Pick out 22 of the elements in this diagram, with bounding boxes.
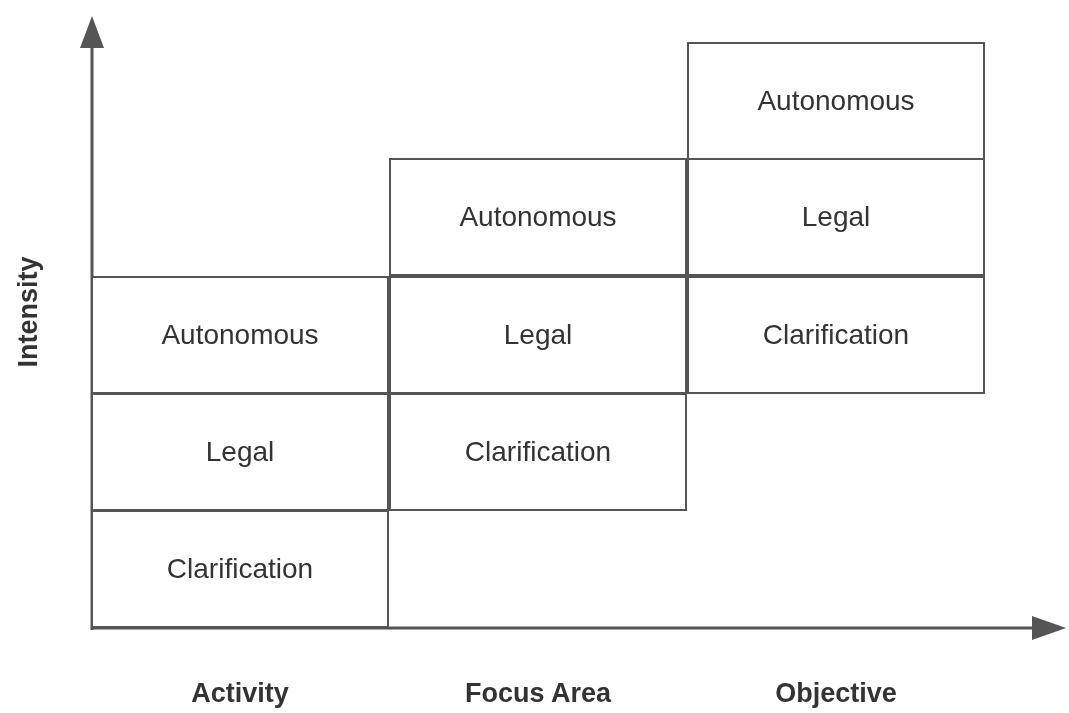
x-axis-label: Objective [775,677,897,709]
x-axis-label: Focus Area [464,677,612,709]
cell-text: Autonomous [459,201,617,233]
cell-text: Legal [801,201,871,233]
grid-cell [687,42,985,160]
cell-text: Autonomous [757,85,915,117]
x-axis-label: Activity [191,677,289,709]
cell-text: Legal [503,319,573,351]
grid-cell [687,276,985,394]
cell-text: Legal [205,436,275,468]
cell-text: Clarification [464,436,612,468]
grid-cell [687,158,985,276]
grid-cell [389,393,687,511]
cell-text: Autonomous [161,319,319,351]
cell-text: Clarification [166,553,314,585]
y-axis-title: Intensity [12,256,44,368]
grid-cell [91,510,389,628]
grid-cell [389,276,687,394]
grid-cell [91,393,389,511]
grid-cell [389,158,687,276]
cell-text: Clarification [762,319,910,351]
grid-cell [91,276,389,394]
